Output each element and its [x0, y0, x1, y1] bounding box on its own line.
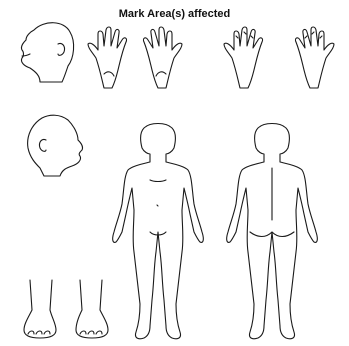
- feet[interactable]: [24, 280, 108, 338]
- head-left-side[interactable]: [21, 23, 73, 82]
- hands-backs[interactable]: [224, 27, 334, 88]
- head-right-side[interactable]: [28, 115, 83, 176]
- body-front[interactable]: [113, 124, 204, 339]
- hands-palms[interactable]: [88, 27, 182, 88]
- body-back[interactable]: [227, 124, 318, 339]
